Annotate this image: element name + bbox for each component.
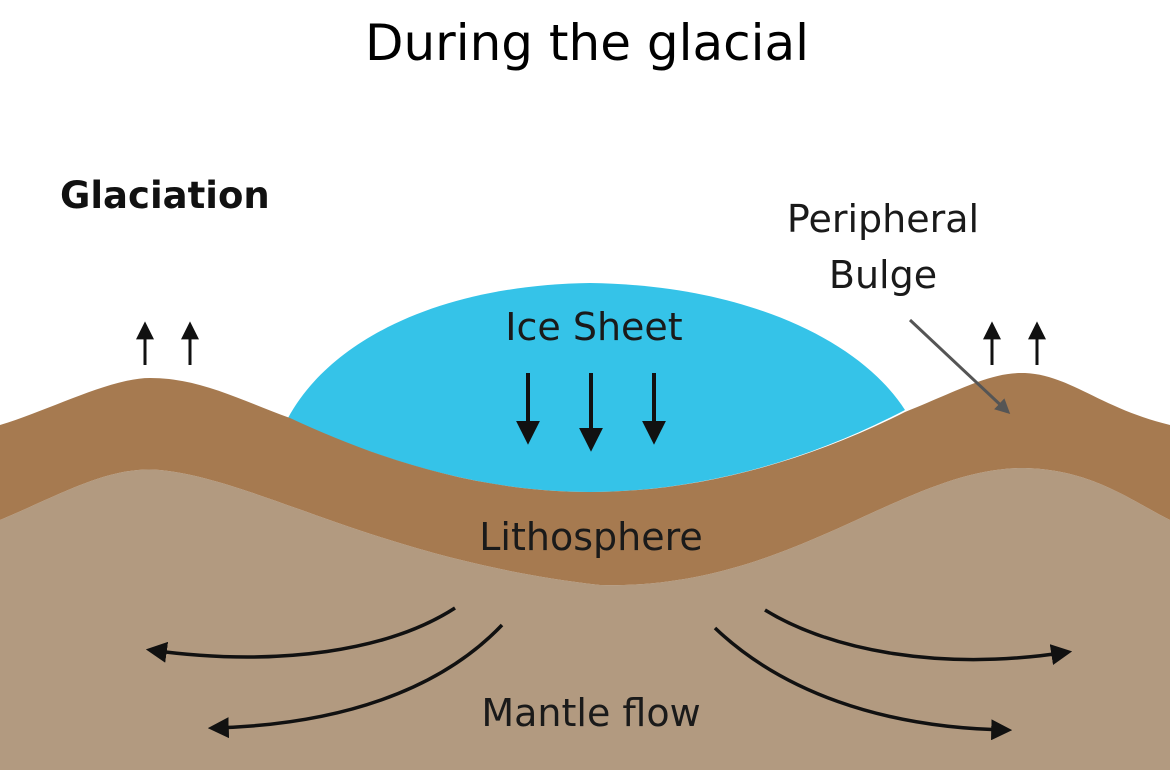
mantle-flow-arrow-right-upper	[764, 608, 1073, 665]
glaciation-label: Glaciation	[60, 174, 270, 217]
lithosphere	[0, 372, 1170, 586]
lithosphere-label: Lithosphere	[479, 515, 703, 559]
mantle-flow-arrow-left-upper	[145, 606, 456, 663]
diagram-title: During the glacial	[365, 14, 809, 72]
mantle-flow-arrow-right-lower	[713, 626, 1013, 741]
peripheral-bulge-pointer	[908, 318, 1011, 415]
mantle-flow-label: Mantle flow	[481, 691, 700, 735]
peripheral-bulge-label-line1: Peripheral	[787, 197, 979, 241]
mantle-flow-arrow-left-lower	[207, 623, 504, 739]
peripheral-bulge-label-line2: Bulge	[829, 253, 937, 297]
ice-sheet	[288, 283, 905, 492]
mantle	[0, 468, 1170, 770]
ice-sheet-label: Ice Sheet	[505, 305, 682, 349]
